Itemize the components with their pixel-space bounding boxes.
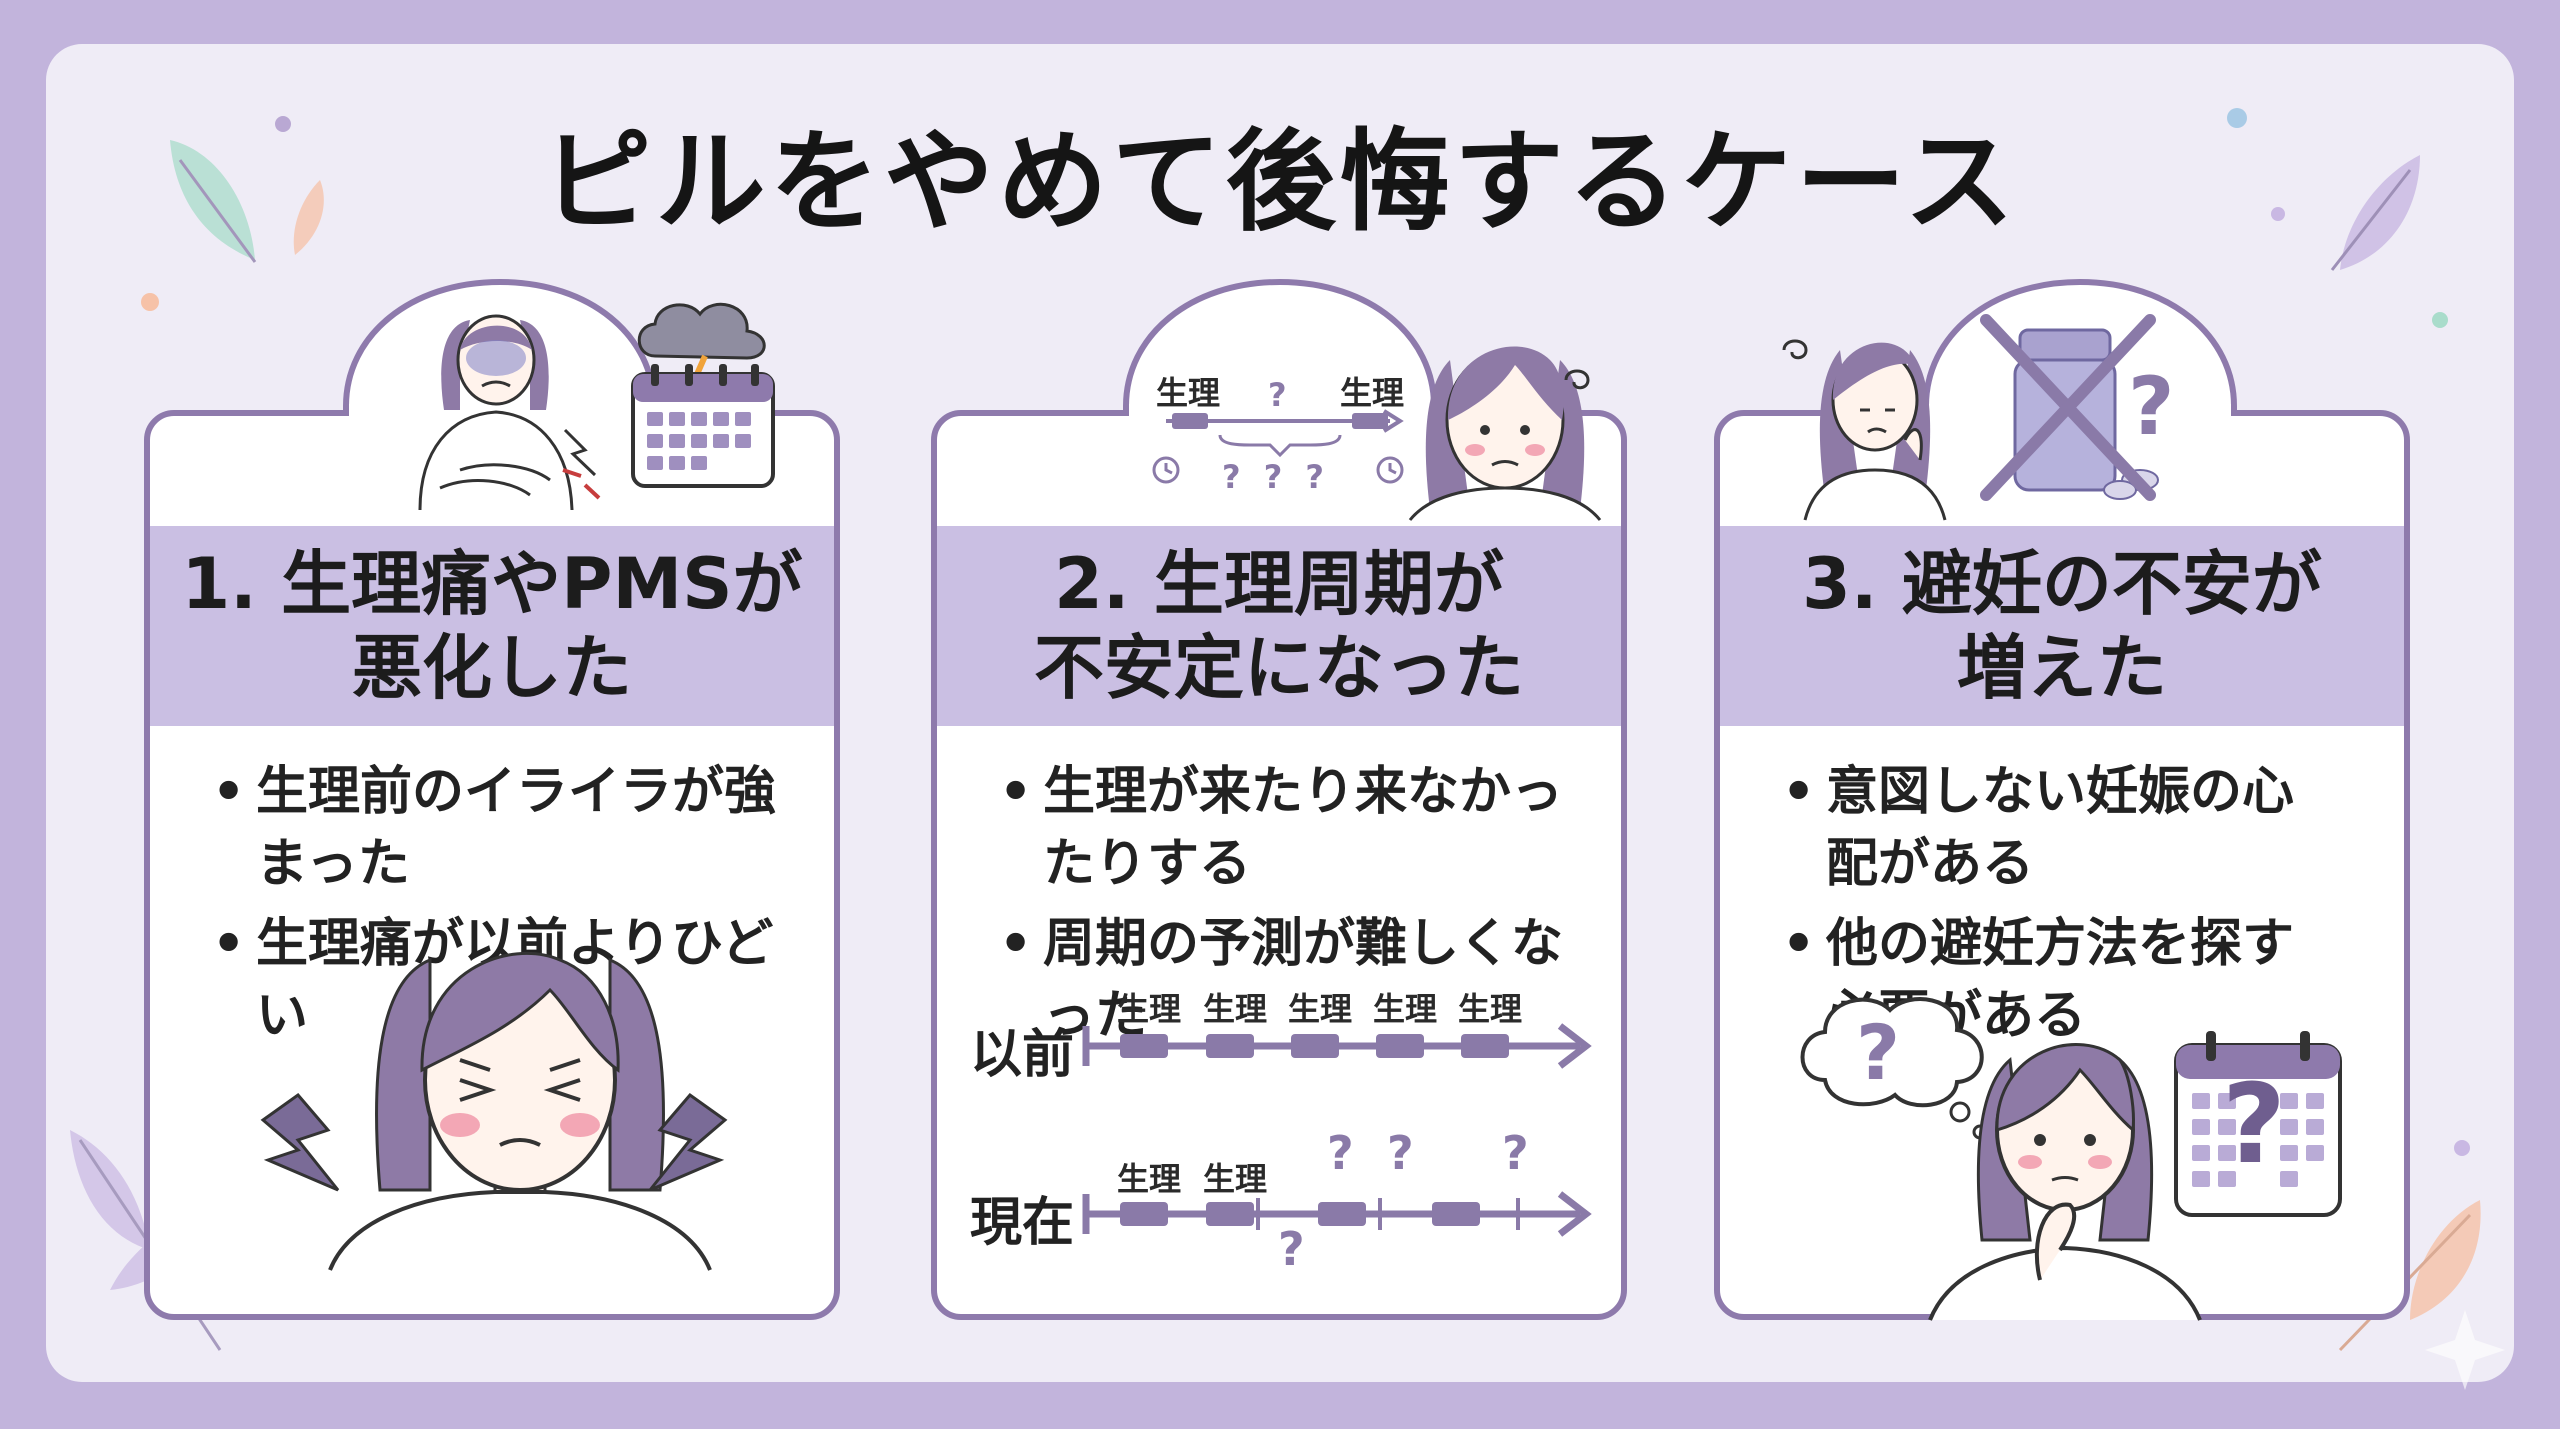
question-calendar-icon (2174, 1031, 2342, 1217)
timeline-before-label: 以前 (970, 1025, 1075, 1085)
period-label: 生理 (1203, 990, 1268, 1028)
period-label: 生理 (1458, 990, 1523, 1028)
clock-icon (1152, 456, 1180, 484)
bullet-item: 生理前のイライラが強まった (208, 756, 814, 900)
question-mark: ? (1387, 1126, 1414, 1180)
mini-cycle-diagram (1152, 409, 1404, 484)
bullet-item: 生理が来たり来なかったりする (995, 756, 1601, 900)
period-label: 生理 (1203, 1160, 1268, 1198)
question-mark: ? (1856, 1008, 1901, 1097)
page-title: ピルをやめて後悔するケース (541, 118, 2019, 246)
woman-pain-face-icon (328, 951, 712, 1271)
period-label: 生理 (1373, 990, 1438, 1028)
woman-stomach-pain-icon (418, 314, 574, 511)
timeline-now (1082, 1191, 1592, 1237)
troubled-woman-icon (1803, 342, 1947, 521)
worried-woman-icon (1408, 346, 1602, 521)
worry-swirl-icon (1564, 369, 1590, 390)
period-label: 生理 (1340, 374, 1405, 412)
question-mark: ? (1278, 1222, 1305, 1276)
card-title: 2. 生理周期が 不安定になった (1034, 543, 1524, 709)
worry-swirl-icon (1782, 339, 1808, 360)
card-header (1720, 526, 2404, 726)
card-cycle-unstable: 2. 生理周期が 不安定になった 生理が来たり来なかったりする 周期の予測が難し… (931, 410, 1627, 1320)
bullet-item: 周期の予測が難しくなった (995, 908, 1601, 1052)
period-label: 生理 (1288, 990, 1353, 1028)
lightning-bolt-icon (648, 1092, 728, 1192)
lightning-bolt-icon (260, 1092, 340, 1192)
cycle-timelines (1082, 1023, 1592, 1237)
card-header (150, 526, 834, 726)
question-mark: ? (2128, 360, 2175, 453)
question-cloud-icon (1800, 997, 1988, 1140)
thinking-woman-icon (1928, 1043, 2202, 1321)
timeline-before (1082, 1023, 1592, 1069)
card-header (937, 526, 1621, 726)
clock-icon (1376, 456, 1404, 484)
card-title: 1. 生理痛やPMSが 悪化した (181, 543, 803, 709)
card-title: 3. 避妊の不安が 増えた (1802, 543, 2322, 709)
period-label: 生理 (1117, 990, 1182, 1028)
question-mark: ? (1268, 376, 1287, 414)
pain-spark-icon (562, 428, 601, 500)
question-marks: ? ? ? (1222, 458, 1330, 496)
bullet-item: 意図しない妊娠の心配がある (1778, 756, 2344, 900)
bullet-list: 生理が来たり来なかったりする 周期の予測が難しくなった (995, 756, 1601, 1060)
question-mark: ? (1327, 1126, 1354, 1180)
storm-cloud-calendar-icon (631, 302, 775, 488)
question-mark: ? (2222, 1060, 2286, 1188)
crossed-pill-bottle-icon (1980, 314, 2159, 501)
period-label: 生理 (1156, 374, 1221, 412)
leaf-icon (2330, 155, 2420, 271)
period-label: 生理 (1117, 1160, 1182, 1198)
question-mark: ? (1502, 1126, 1529, 1180)
timeline-now-label: 現在 (970, 1193, 1075, 1253)
leaf-icon (170, 140, 324, 263)
